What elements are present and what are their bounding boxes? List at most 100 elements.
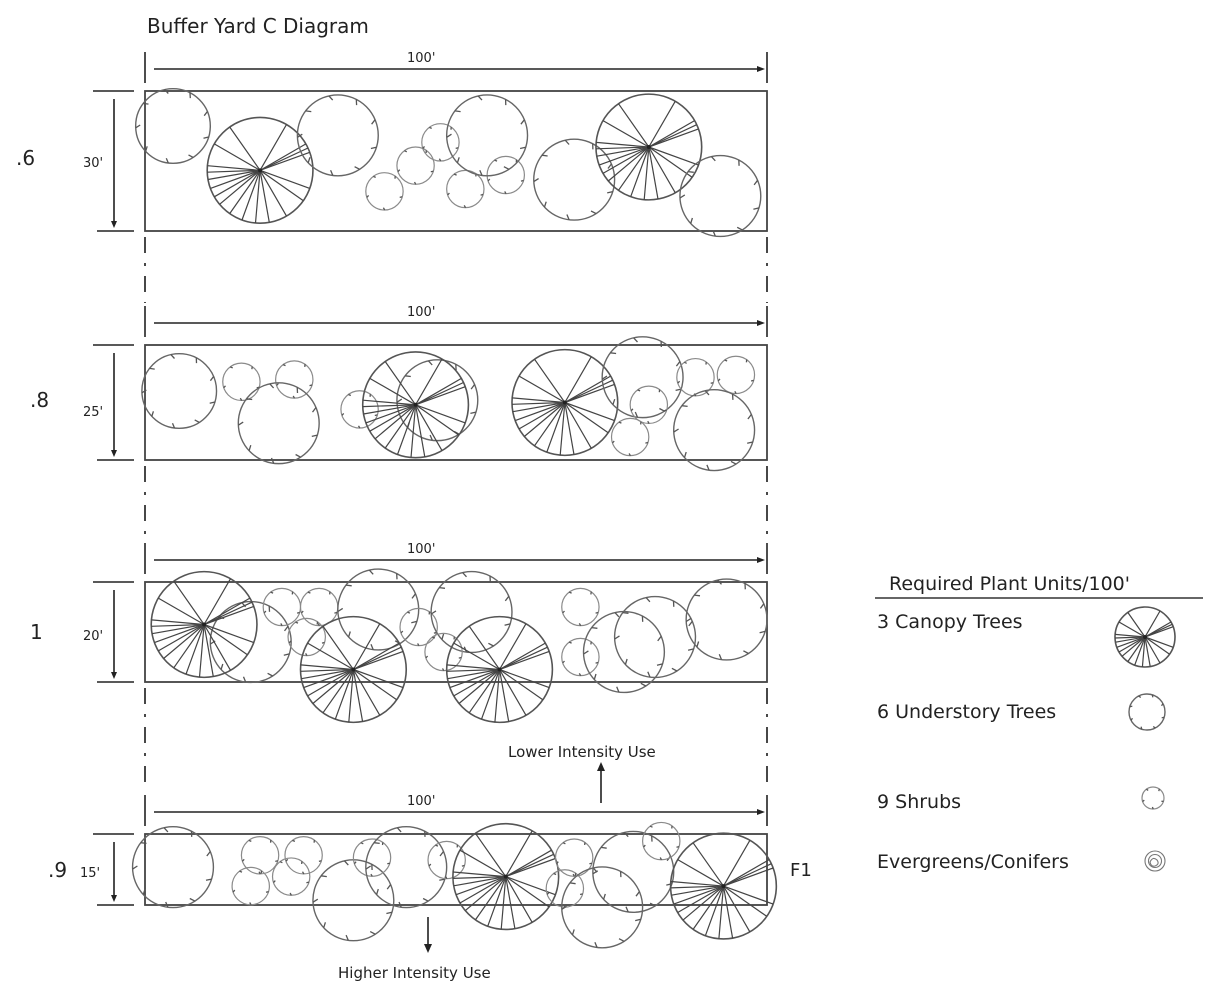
- buffer-panel: .9 15' 100': [48, 794, 778, 949]
- shrub-icon: [396, 146, 435, 185]
- buffer-panel: .825'100': [30, 305, 768, 472]
- understory-tree-icon: [141, 352, 218, 430]
- shrub-icon: [642, 821, 681, 861]
- understory-tree-icon: [1128, 693, 1166, 731]
- understory-tree-icon: [337, 568, 420, 651]
- arrow-right-icon: [757, 66, 765, 72]
- legend-item-canopy: 3 Canopy Trees: [877, 611, 1023, 633]
- shrub-icon: [352, 838, 392, 877]
- understory-tree-icon: [601, 336, 684, 419]
- down-arrow-icon: [424, 944, 432, 953]
- up-arrow-icon: [597, 762, 605, 771]
- arrow-down-icon: [111, 450, 117, 457]
- understory-tree-icon: [592, 830, 675, 913]
- shrub-icon: [610, 417, 650, 457]
- plants: [141, 336, 756, 472]
- panel-ratio-label: .9: [48, 858, 67, 882]
- shrub-icon: [240, 836, 280, 875]
- understory-tree-icon: [365, 826, 448, 909]
- panel-ratio-label: .8: [30, 388, 49, 412]
- shrub-icon: [446, 169, 485, 209]
- shrub-icon: [427, 840, 466, 880]
- shrub-icon: [340, 390, 379, 429]
- shrub-icon: [287, 617, 326, 657]
- buffer-yard-rect: [144, 833, 768, 906]
- legend-item-shrubs: 9 Shrubs: [877, 791, 961, 813]
- panel-width-label: 25': [83, 405, 103, 420]
- canopy-tree-icon: [452, 822, 560, 931]
- canopy-tree-icon: [595, 93, 703, 201]
- panel-ratio-label: 1: [30, 620, 43, 644]
- understory-tree-icon: [561, 866, 644, 949]
- understory-tree-icon: [679, 154, 762, 238]
- plants: [134, 87, 762, 238]
- shrub-icon: [486, 155, 526, 195]
- understory-tree-icon: [673, 388, 756, 472]
- understory-tree-icon: [445, 94, 529, 177]
- buffer-panel: .6 30' 100': [16, 51, 768, 238]
- shrub-icon: [716, 355, 756, 395]
- panel-ratio-label: .6: [16, 146, 35, 170]
- understory-tree-icon: [430, 570, 513, 654]
- panel-width-label: 15': [80, 866, 100, 881]
- shrub-icon: [554, 838, 594, 877]
- shrub-icon: [561, 587, 600, 627]
- canopy-tree-icon: [150, 570, 258, 679]
- understory-tree-icon: [134, 87, 212, 165]
- higher-intensity-label: Higher Intensity Use: [338, 964, 491, 982]
- legend-title: Required Plant Units/100': [889, 573, 1130, 595]
- higher-intensity-annotation: Higher Intensity Use: [338, 917, 491, 982]
- conifer-icon: [1144, 850, 1166, 872]
- panel-length-label: 100': [407, 794, 435, 809]
- canopy-tree-icon: [669, 832, 778, 940]
- buffer-yard-rect: [144, 581, 768, 683]
- shrub-icon: [222, 362, 261, 402]
- buffer-panel: 1 20' 100': [30, 542, 768, 724]
- canopy-tree-icon: [445, 615, 554, 724]
- shrub-icon: [421, 123, 460, 162]
- understory-tree-icon: [396, 359, 479, 442]
- buffer-yard-rect: [144, 344, 768, 461]
- arrow-down-icon: [111, 895, 117, 902]
- option-label: F1: [790, 860, 812, 881]
- arrow-right-icon: [757, 320, 765, 326]
- alignment-dash-lines: [144, 237, 768, 792]
- understory-tree-icon: [312, 859, 395, 942]
- lower-intensity-annotation: Lower Intensity Use: [508, 743, 656, 803]
- understory-tree-icon: [1128, 693, 1166, 731]
- panel-length-label: 100': [407, 51, 435, 66]
- shrub-icon: [424, 632, 463, 672]
- understory-tree-icon: [685, 578, 768, 661]
- arrow-right-icon: [757, 809, 765, 815]
- buffer-yard-rect: [144, 90, 768, 232]
- canopy-tree-icon: [299, 615, 408, 724]
- understory-tree-icon: [613, 595, 697, 679]
- legend: Required Plant Units/100' 3 Canopy Trees…: [875, 573, 1203, 873]
- shrub-icon: [399, 607, 438, 647]
- shrub-icon: [271, 857, 311, 896]
- shrub-icon: [1141, 786, 1165, 810]
- canopy-tree-icon: [206, 116, 314, 225]
- shrub-icon: [561, 637, 600, 677]
- understory-tree-icon: [131, 826, 215, 909]
- panel-width-label: 30': [83, 156, 103, 171]
- legend-item-conifers: Evergreens/Conifers: [877, 851, 1069, 873]
- arrow-down-icon: [111, 221, 117, 228]
- shrub-icon: [299, 587, 339, 627]
- plants: [131, 821, 778, 949]
- understory-tree-icon: [533, 138, 616, 221]
- shrub-icon: [231, 866, 271, 906]
- panel-length-label: 100': [407, 542, 435, 557]
- plants: [150, 568, 768, 724]
- understory-tree-icon: [237, 382, 320, 465]
- arrow-down-icon: [111, 672, 117, 679]
- canopy-tree-icon: [1114, 606, 1176, 668]
- diagram-title: Buffer Yard C Diagram: [147, 14, 369, 38]
- shrub-icon: [275, 360, 314, 399]
- legend-item-understory: 6 Understory Trees: [877, 701, 1056, 723]
- panel-width-label: 20': [83, 629, 103, 644]
- understory-tree-icon: [582, 610, 666, 694]
- canopy-tree-icon: [361, 351, 470, 459]
